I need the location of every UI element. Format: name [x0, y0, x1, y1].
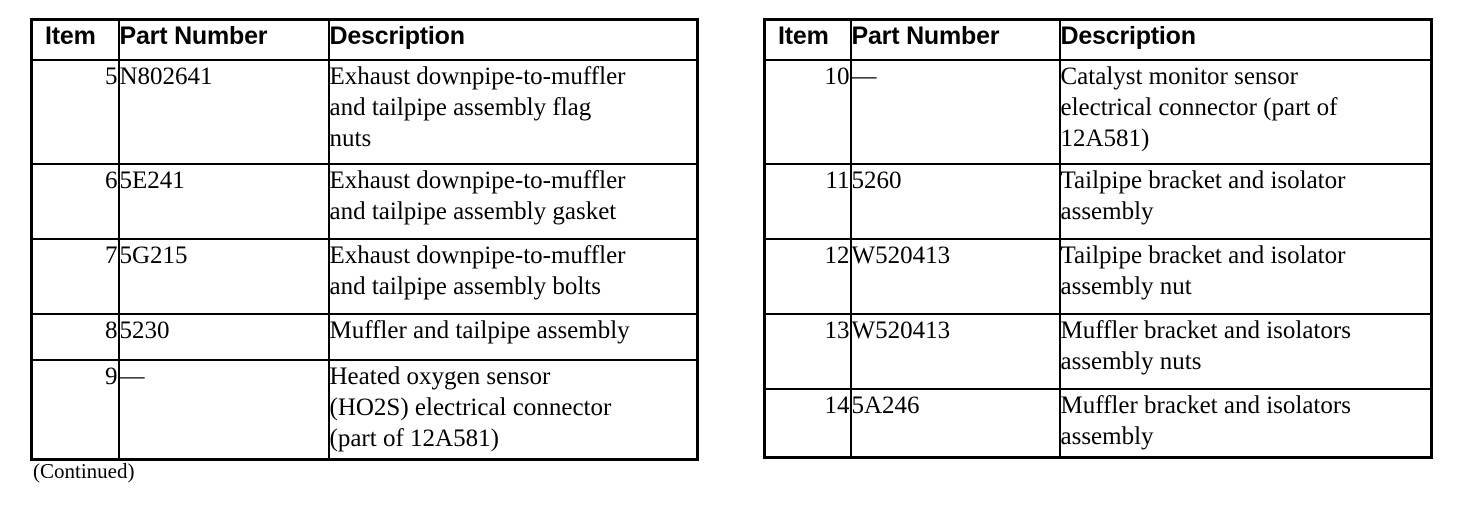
cell-item: 14 [763, 387, 852, 459]
cell-item: 8 [30, 312, 120, 361]
description-line: assembly [1060, 422, 1154, 450]
cell-description: Tailpipe bracket and isolator assembly [1058, 162, 1433, 240]
cell-item: 7 [30, 237, 120, 315]
cell-part-number: 5260 [849, 162, 1061, 240]
description-line: Muffler and tailpipe assembly [329, 316, 630, 344]
cell-item: 6 [30, 162, 120, 240]
column-header-description: Description [327, 18, 699, 61]
cell-part-number: — [117, 358, 330, 461]
column-header-description: Description [1058, 18, 1433, 61]
cell-item: 5 [30, 58, 120, 165]
description-line: assembly nut [1060, 272, 1192, 300]
table-row: 8 5230 Muffler and tailpipe assembly [30, 312, 699, 361]
description-line: and tailpipe assembly flag [329, 93, 592, 121]
description-line: Tailpipe bracket and isolator [1060, 166, 1346, 194]
description-line: and tailpipe assembly gasket [329, 197, 617, 225]
cell-description: Muffler bracket and isolators assembly [1058, 387, 1433, 459]
table-row: 14 5A246 Muffler bracket and isolators a… [763, 387, 1433, 459]
cell-part-number: 5E241 [117, 162, 330, 240]
cell-part-number: N802641 [117, 58, 330, 165]
cell-part-number: 5G215 [117, 237, 330, 315]
table-row: 11 5260 Tailpipe bracket and isolator as… [763, 162, 1433, 240]
table-row: 10 — Catalyst monitor sensor electrical … [763, 58, 1433, 165]
description-line: nuts [329, 124, 372, 152]
cell-description: Exhaust downpipe-to-muffler and tailpipe… [327, 162, 699, 240]
column-header-part-number: Part Number [117, 18, 330, 61]
cell-part-number: W520413 [849, 312, 1061, 390]
description-line: (HO2S) electrical connector [329, 393, 612, 421]
description-line: assembly nuts [1060, 347, 1202, 375]
cell-item: 11 [763, 162, 852, 240]
cell-description: Catalyst monitor sensor electrical conne… [1058, 58, 1433, 165]
description-line: 12A581) [1060, 124, 1150, 152]
cell-description: Exhaust downpipe-to-muffler and tailpipe… [327, 58, 699, 165]
description-line: Muffler bracket and isolators [1060, 391, 1351, 419]
cell-item: 10 [763, 58, 852, 165]
cell-part-number: — [849, 58, 1061, 165]
table-header-row: Item Part Number Description [763, 18, 1433, 61]
description-line: Exhaust downpipe-to-muffler [329, 241, 626, 269]
table-row: 6 5E241 Exhaust downpipe-to-muffler and … [30, 162, 699, 240]
column-header-item: Item [763, 18, 852, 61]
table-row: 5 N802641 Exhaust downpipe-to-muffler an… [30, 58, 699, 165]
table-row: 9 — Heated oxygen sensor (HO2S) electric… [30, 358, 699, 461]
description-line: assembly [1060, 197, 1154, 225]
table-header-row: Item Part Number Description [30, 18, 699, 61]
cell-description: Muffler bracket and isolators assembly n… [1058, 312, 1433, 390]
continued-caption: (Continued) [33, 459, 135, 483]
table-row: 13 W520413 Muffler bracket and isolators… [763, 312, 1433, 390]
description-line: Muffler bracket and isolators [1060, 316, 1351, 344]
cell-part-number: 5230 [117, 312, 330, 361]
description-line: Catalyst monitor sensor [1060, 62, 1298, 90]
cell-item: 9 [30, 358, 120, 461]
cell-description: Muffler and tailpipe assembly [327, 312, 699, 361]
cell-part-number: W520413 [849, 237, 1061, 315]
cell-item: 12 [763, 237, 852, 315]
description-line: Exhaust downpipe-to-muffler [329, 166, 626, 194]
cell-part-number: 5A246 [849, 387, 1061, 459]
description-line: Exhaust downpipe-to-muffler [329, 62, 626, 90]
description-line: Heated oxygen sensor [329, 362, 551, 390]
table-row: 7 5G215 Exhaust downpipe-to-muffler and … [30, 237, 699, 315]
description-line: and tailpipe assembly bolts [329, 272, 601, 300]
parts-table-right: Item Part Number Description 10 — Cataly… [763, 18, 1433, 459]
cell-item: 13 [763, 312, 852, 390]
table-row: 12 W520413 Tailpipe bracket and isolator… [763, 237, 1433, 315]
description-line: (part of 12A581) [329, 424, 499, 452]
parts-table-left: Item Part Number Description 5 N802641 E… [30, 18, 699, 461]
description-line: Tailpipe bracket and isolator [1060, 241, 1346, 269]
cell-description: Exhaust downpipe-to-muffler and tailpipe… [327, 237, 699, 315]
column-header-part-number: Part Number [849, 18, 1061, 61]
column-header-item: Item [30, 18, 120, 61]
description-line: electrical connector (part of [1060, 93, 1338, 121]
cell-description: Tailpipe bracket and isolator assembly n… [1058, 237, 1433, 315]
cell-description: Heated oxygen sensor (HO2S) electrical c… [327, 358, 699, 461]
